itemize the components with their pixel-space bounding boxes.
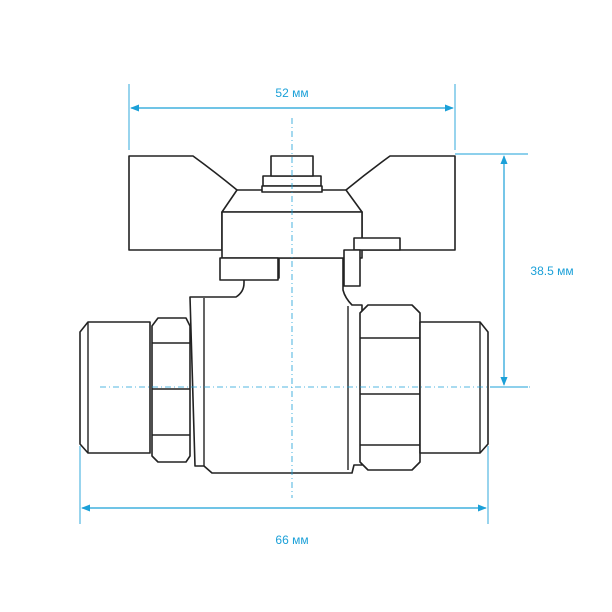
dimension-top-width: 52 мм (128, 84, 456, 150)
right-pipe-end (419, 321, 489, 454)
left-hex-nut (151, 317, 191, 463)
right-hex-nut (359, 304, 421, 471)
butterfly-handle (128, 155, 456, 281)
dimension-bottom-width-label: 66 мм (275, 533, 308, 547)
stop-lug (343, 237, 401, 287)
ball-valve (79, 155, 489, 474)
dimension-top-width-label: 52 мм (275, 86, 308, 100)
valve-body (189, 257, 363, 474)
left-pipe-end (79, 321, 151, 454)
dimension-height-label: 38.5 мм (530, 264, 573, 278)
dimension-bottom-width: 66 мм (79, 446, 489, 547)
dimension-height: 38.5 мм (455, 153, 574, 388)
